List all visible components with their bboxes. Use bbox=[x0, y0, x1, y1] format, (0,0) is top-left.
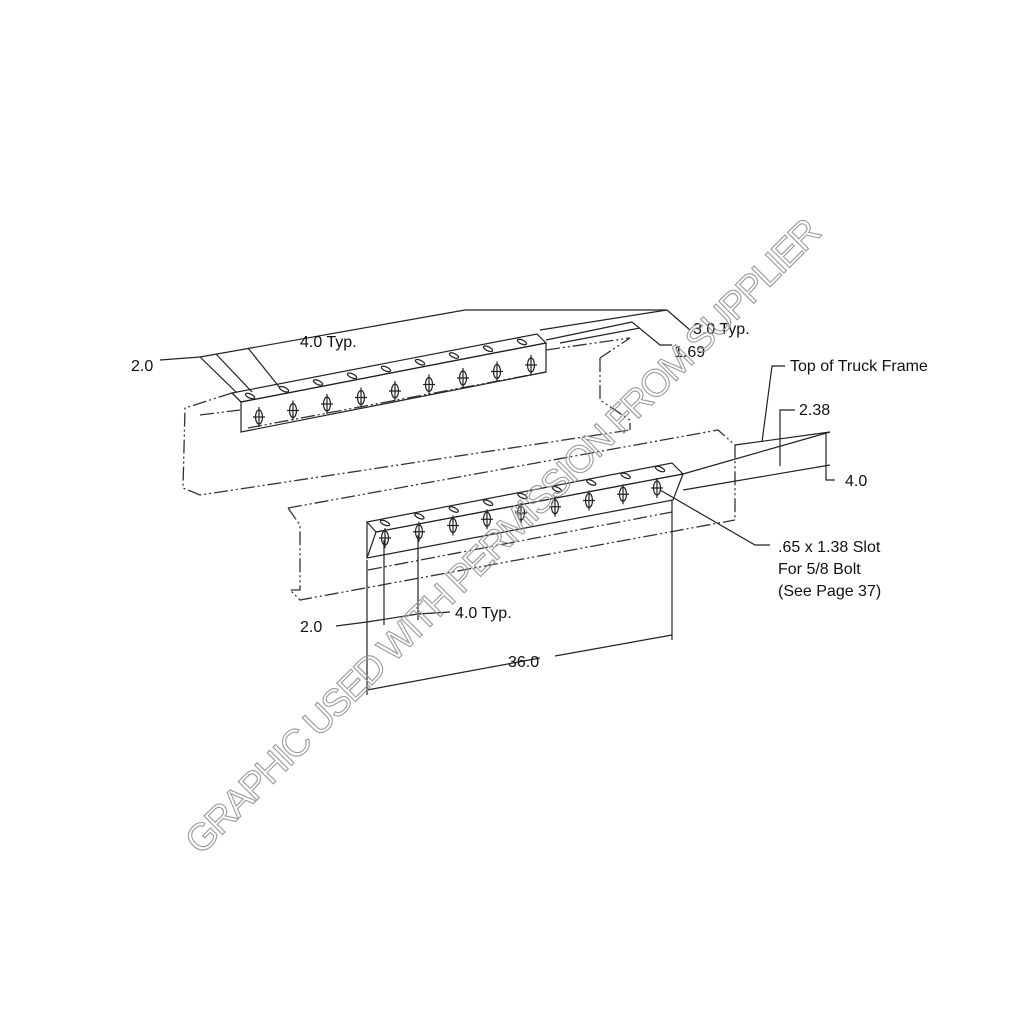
flange-bolt-slot bbox=[654, 465, 666, 473]
top-of-frame-label: Top of Truck Frame bbox=[790, 358, 928, 375]
slot-note-line2: For 5/8 Bolt bbox=[778, 561, 861, 578]
upper-offset-dim: 1.69 bbox=[674, 344, 705, 361]
slot-note-line1: .65 x 1.38 Slot bbox=[778, 539, 881, 556]
slot-centerline bbox=[617, 484, 629, 505]
watermark: GRAPHIC USED WITH PERMISSION FROM SUPPLI… bbox=[178, 211, 830, 863]
slot-centerline bbox=[447, 515, 459, 536]
slot-centerline bbox=[457, 368, 469, 388]
upper-dimensions bbox=[159, 309, 691, 393]
slot-centerline bbox=[549, 496, 561, 517]
flange-bolt-slot bbox=[312, 379, 324, 386]
flange-bolt-slot bbox=[448, 506, 459, 513]
slot-note-line3: (See Page 37) bbox=[778, 583, 881, 600]
frame-depth-dim: 4.0 bbox=[845, 473, 867, 490]
flange-bolt-slot bbox=[414, 512, 425, 520]
slot-leader bbox=[659, 489, 770, 546]
flange-bolt-slot bbox=[517, 492, 528, 500]
slot-centerline bbox=[583, 490, 595, 511]
slot-centerline bbox=[491, 361, 503, 382]
lower-length-dim: 36.0 bbox=[508, 654, 539, 671]
flange-bolt-slot bbox=[551, 485, 563, 493]
slot-centerline bbox=[379, 528, 391, 548]
flange-bolt-slot bbox=[448, 352, 460, 359]
lower-frame-channel bbox=[287, 429, 736, 601]
slot-centerline bbox=[481, 509, 493, 530]
slot-centerline bbox=[321, 394, 333, 414]
frame-top-dim: 2.38 bbox=[799, 402, 830, 419]
lower-bracket bbox=[365, 462, 685, 559]
lower-spacing-dim: 4.0 Typ. bbox=[455, 605, 512, 622]
slot-centerline bbox=[253, 407, 265, 427]
slot-centerline bbox=[525, 355, 537, 375]
upper-spacing-dim: 4.0 Typ. bbox=[300, 334, 357, 351]
slot-centerline bbox=[515, 503, 527, 523]
flange-bolt-slot bbox=[379, 519, 391, 527]
flange-bolt-slot bbox=[244, 392, 256, 400]
flange-bolt-slot bbox=[482, 345, 494, 353]
slot-centerline bbox=[389, 381, 401, 401]
slot-centerline bbox=[651, 478, 663, 498]
frame-dimensions bbox=[682, 365, 835, 491]
upper-height-dim: 3.0 Typ. bbox=[693, 321, 750, 338]
lower-edge-dim: 2.0 bbox=[300, 619, 322, 636]
lower-dimensions bbox=[335, 500, 673, 695]
slot-centerline bbox=[423, 374, 435, 395]
slot-centerline bbox=[413, 521, 425, 542]
flange-bolt-slot bbox=[620, 472, 631, 480]
slot-centerline bbox=[355, 387, 367, 408]
flange-bolt-slot bbox=[482, 499, 494, 507]
flange-bolt-slot bbox=[516, 338, 528, 346]
slot-centerline bbox=[287, 400, 299, 421]
upper-bracket bbox=[230, 333, 548, 433]
flange-bolt-slot bbox=[414, 358, 426, 366]
upper-edge-dim: 2.0 bbox=[131, 358, 153, 375]
flange-bolt-slot bbox=[346, 372, 358, 380]
flange-bolt-slot bbox=[380, 365, 392, 373]
flange-bolt-slot bbox=[278, 385, 290, 393]
flange-bolt-slot bbox=[586, 479, 597, 486]
